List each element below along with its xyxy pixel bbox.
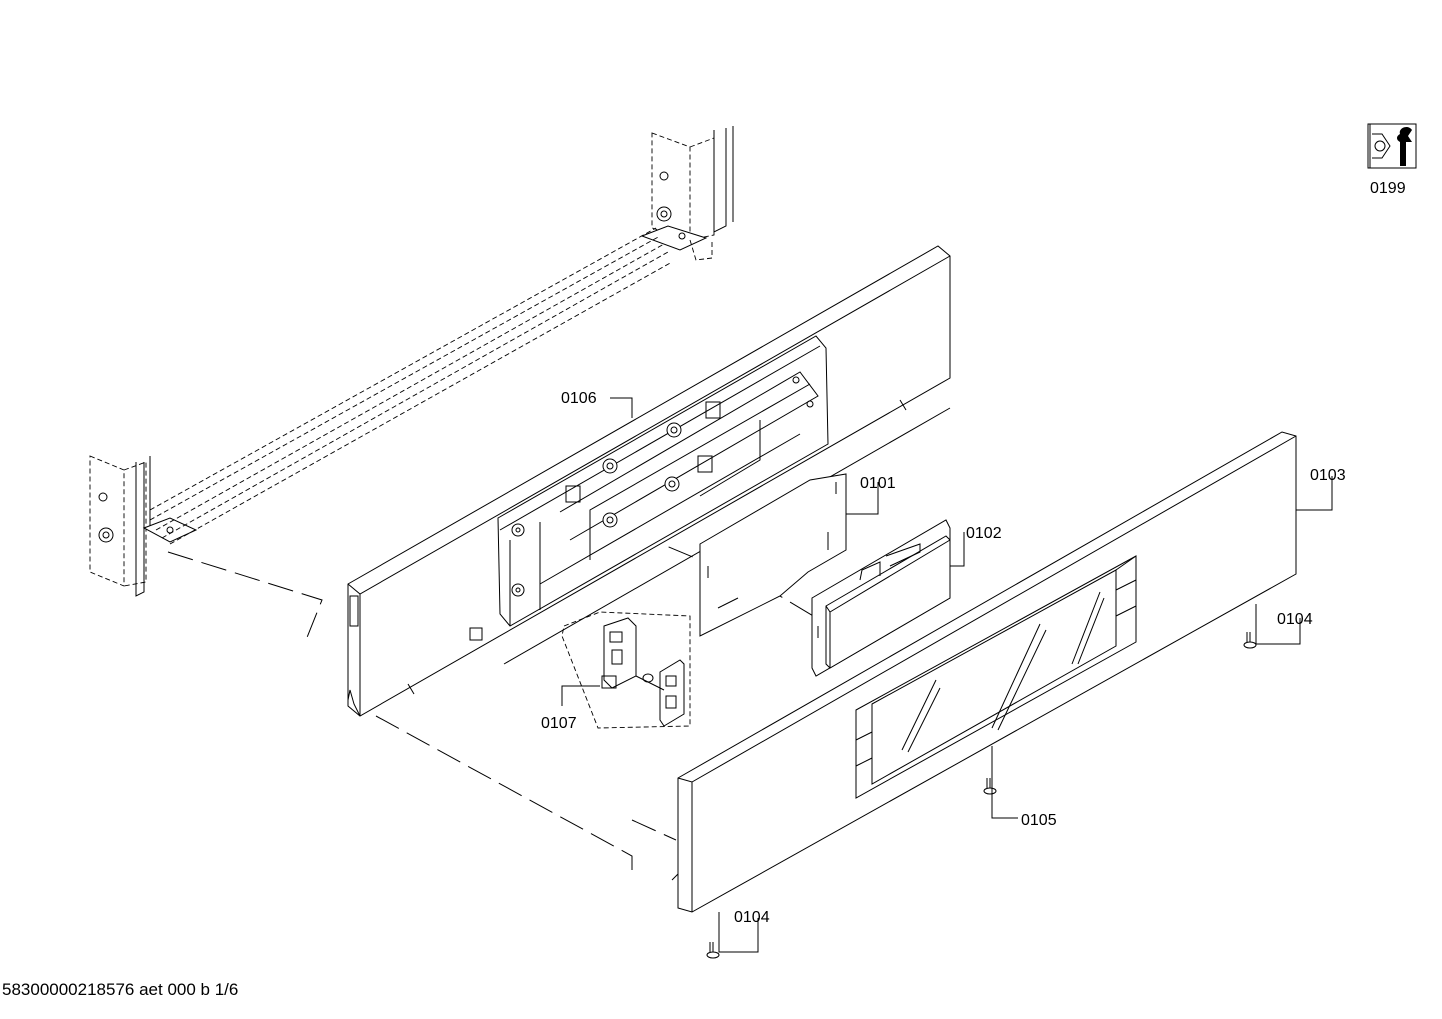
front-fascia-0103 [672,432,1296,912]
electronic-module-0102 [812,520,950,676]
screw-0104-right [1244,632,1256,648]
callout-0104-bottom: 0104 [734,909,770,926]
callout-0199: 0199 [1370,180,1406,197]
wrench-nut-icon [1368,124,1416,168]
callout-leaders [562,398,1332,952]
bracket-module-0107 [562,612,690,728]
rear-mounting-frame [90,126,733,596]
callout-0105: 0105 [1021,812,1057,829]
callout-0102: 0102 [966,525,1002,542]
screw-0104-bottom [707,942,719,958]
callout-0103: 0103 [1310,467,1346,484]
callout-labels: 0106 0101 0102 0103 0104 0107 0105 0104 … [541,180,1406,926]
callout-0106: 0106 [561,390,597,407]
insulation-sheet-0101 [700,474,846,636]
screw-0105 [984,778,996,794]
callout-0101: 0101 [860,475,896,492]
callout-0107: 0107 [541,715,577,732]
document-id-footer: 58300000218576 aet 000 b 1/6 [2,980,239,999]
callout-0104-right: 0104 [1277,611,1313,628]
control-panel-carrier-0106 [348,246,950,716]
